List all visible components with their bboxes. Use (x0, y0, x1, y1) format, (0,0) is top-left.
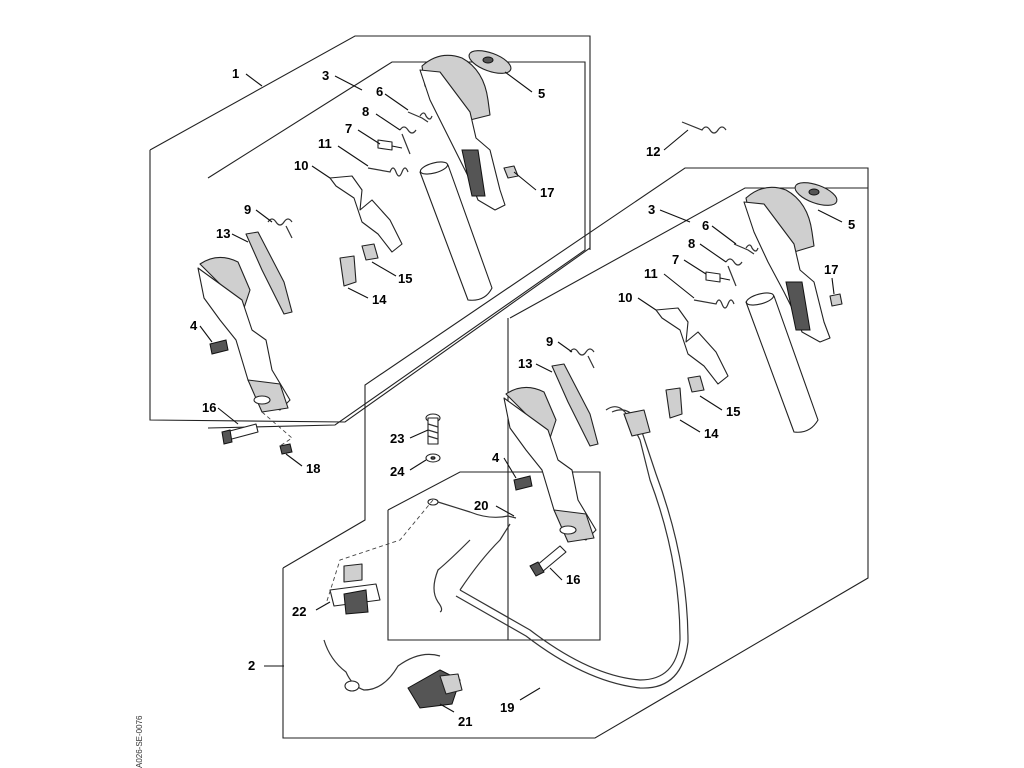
callout-5b: 5 (848, 217, 855, 232)
callout-5a: 5 (538, 86, 545, 101)
callout-4b: 4 (492, 450, 500, 465)
screw-16a (221, 423, 259, 445)
screw-4a (209, 339, 229, 355)
callout-7b: 7 (672, 252, 679, 267)
document-id: A026-SE-0076 (135, 715, 144, 768)
callout-17b: 17 (824, 262, 838, 277)
throttle-trigger-10b (655, 307, 729, 385)
callout-6a: 6 (376, 84, 383, 99)
assembly-2-frame (282, 167, 869, 739)
callout-18: 18 (306, 461, 320, 476)
callout-14b: 14 (704, 426, 719, 441)
handle-cap-5b (794, 182, 838, 206)
callout-14a: 14 (372, 292, 387, 307)
callout-3a: 3 (322, 68, 329, 83)
handle-housing-shell-1 (419, 54, 506, 211)
callout-11b: 11 (644, 266, 658, 281)
callout-11a: 11 (318, 136, 332, 151)
callout-15b: 15 (726, 404, 740, 419)
nut-18 (279, 443, 293, 455)
callout-9b: 9 (546, 334, 553, 349)
callout-6b: 6 (702, 218, 709, 233)
callout-22: 22 (292, 604, 306, 619)
spring-12 (681, 121, 727, 134)
screw-16b (529, 545, 567, 577)
callout-12: 12 (646, 144, 660, 159)
callout-10b: 10 (618, 290, 632, 305)
spring-9b (569, 348, 595, 369)
callout-numbers: 1 3 5 6 8 7 11 10 17 9 13 15 14 4 16 18 … (190, 66, 855, 729)
handle-cap-5a (468, 50, 512, 74)
screw-23 (425, 413, 441, 445)
spring-8b (725, 258, 743, 287)
spring-8a (399, 126, 417, 155)
callout-13a: 13 (216, 226, 230, 241)
tube-2 (745, 292, 819, 433)
tube-1 (419, 161, 493, 301)
callout-16a: 16 (202, 400, 216, 415)
callout-24: 24 (390, 464, 405, 479)
callout-19: 19 (500, 700, 514, 715)
torsion-spring-11a (367, 167, 409, 177)
callout-17a: 17 (540, 185, 554, 200)
screw-7b (705, 271, 731, 283)
callout-21: 21 (458, 714, 472, 729)
assembly-1-guide-line (261, 411, 293, 447)
lockout-lever-13a (245, 231, 293, 315)
lockout-lever-13b (551, 363, 599, 447)
grounding-wire-21 (323, 639, 463, 709)
nut-17b (829, 293, 843, 307)
screw-7a (377, 139, 403, 151)
callout-23: 23 (390, 431, 404, 446)
cable-20 (427, 498, 517, 613)
screw-4b (513, 475, 533, 491)
callout-8a: 8 (362, 104, 369, 119)
callout-16b: 16 (566, 572, 580, 587)
callout-15a: 15 (398, 271, 412, 286)
washer-24 (425, 453, 441, 463)
callout-4a: 4 (190, 318, 198, 333)
spring-6a (407, 111, 433, 123)
callout-10a: 10 (294, 158, 308, 173)
handle-grip-2 (503, 386, 597, 543)
callout-9a: 9 (244, 202, 251, 217)
callout-1: 1 (232, 66, 239, 81)
switch-22 (329, 563, 381, 615)
throttle-cable-harness-19 (455, 406, 689, 689)
handle-grip-1 (197, 256, 291, 413)
slide-14-15b (665, 375, 705, 419)
handle-housing-shell-2 (743, 186, 831, 343)
callout-3b: 3 (648, 202, 655, 217)
throttle-trigger-10a (329, 175, 403, 253)
callout-7a: 7 (345, 121, 352, 136)
leaders (199, 71, 843, 713)
callout-8b: 8 (688, 236, 695, 251)
callout-20: 20 (474, 498, 488, 513)
slide-14-15a (339, 243, 379, 287)
callout-2: 2 (248, 658, 255, 673)
spring-6b (733, 243, 759, 255)
nut-17a (503, 165, 519, 179)
callout-13b: 13 (518, 356, 532, 371)
spring-9a (267, 218, 293, 239)
torsion-spring-11b (693, 299, 735, 309)
